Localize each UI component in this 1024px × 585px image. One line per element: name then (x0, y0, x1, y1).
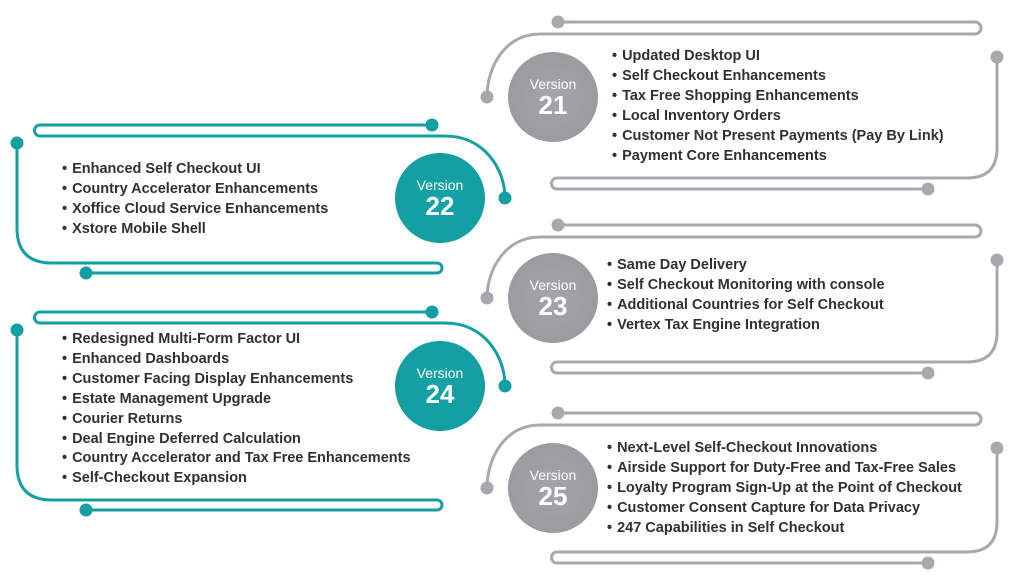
version-label: Version (416, 364, 464, 381)
feature-item: Deal Engine Deferred Calculation (62, 430, 411, 450)
connector-dot (921, 556, 935, 570)
connector-dot (498, 379, 512, 393)
connector-line (15, 330, 444, 512)
connector-line (550, 448, 999, 565)
feature-item: Self-Checkout Expansion (62, 469, 411, 489)
connector-dot (480, 481, 494, 495)
feature-item: Country Accelerator Enhancements (62, 180, 328, 200)
feature-item: Payment Core Enhancements (612, 147, 944, 167)
connector-dot (921, 182, 935, 196)
feature-item: Enhanced Dashboards (62, 350, 411, 370)
feature-item: Country Accelerator and Tax Free Enhance… (62, 449, 410, 469)
connector-dot (480, 90, 494, 104)
feature-item: Estate Management Upgrade (62, 390, 411, 410)
feature-item: Same Day Delivery (607, 256, 885, 276)
connector-line (33, 123, 507, 199)
connector-line (550, 260, 999, 375)
connector-dot (551, 15, 565, 29)
version-label: Version (529, 466, 577, 483)
connector-dot (425, 118, 439, 132)
connector-line (550, 57, 999, 191)
connector-line (33, 310, 507, 387)
feature-item: Loyalty Program Sign-Up at the Point of … (607, 479, 962, 499)
connector-dot (10, 323, 24, 337)
connector-dot (79, 503, 93, 517)
feature-item: Xstore Mobile Shell (62, 220, 328, 240)
connector-dot (425, 305, 439, 319)
feature-item: Customer Not Present Payments (Pay By Li… (612, 127, 944, 147)
connector-dot (990, 253, 1004, 267)
feature-item: Customer Consent Capture for Data Privac… (607, 499, 962, 519)
version-number: 23 (538, 290, 568, 321)
feature-list-v25: Next-Level Self-Checkout InnovationsAirs… (607, 439, 962, 539)
feature-item: Self Checkout Enhancements (612, 67, 944, 87)
feature-item: Updated Desktop UI (612, 47, 944, 67)
connector-dot (990, 441, 1004, 455)
feature-item: Airside Support for Duty-Free and Tax-Fr… (607, 459, 962, 479)
connector-line (485, 411, 983, 489)
connector-dot (551, 218, 565, 232)
connector-dot (990, 50, 1004, 64)
version-number: 24 (425, 378, 455, 409)
feature-item: Tax Free Shopping Enhancements (612, 87, 944, 107)
feature-list-v23: Same Day DeliverySelf Checkout Monitorin… (607, 256, 885, 336)
version-label: Version (529, 276, 577, 293)
connector-dot (498, 191, 512, 205)
version-label: Version (529, 75, 577, 92)
connector-dot (10, 136, 24, 150)
feature-item: Local Inventory Orders (612, 107, 944, 127)
feature-item: Redesigned Multi-Form Factor UI (62, 330, 411, 350)
connector-line (485, 20, 983, 98)
feature-item: Customer Facing Display Enhancements (62, 370, 411, 390)
version-label: Version (416, 176, 464, 193)
connector-dot (921, 366, 935, 380)
feature-item: Self Checkout Monitoring with console (607, 276, 884, 296)
connector-line (485, 223, 983, 299)
connector-dot (79, 266, 93, 280)
version-number: 21 (538, 89, 568, 120)
feature-item: Courier Returns (62, 410, 411, 430)
connector-line (15, 143, 444, 275)
version-number: 25 (538, 480, 568, 511)
feature-item: Enhanced Self Checkout UI (62, 160, 328, 180)
feature-item: Vertex Tax Engine Integration (607, 316, 885, 336)
feature-item: Next-Level Self-Checkout Innovations (607, 439, 962, 459)
connector-dot (480, 291, 494, 305)
feature-item: Xoffice Cloud Service Enhancements (62, 200, 328, 220)
feature-list-v22: Enhanced Self Checkout UICountry Acceler… (62, 160, 328, 240)
feature-list-v21: Updated Desktop UISelf Checkout Enhancem… (612, 47, 944, 166)
feature-item: 247 Capabilities in Self Checkout (607, 519, 962, 539)
connector-dot (551, 406, 565, 420)
feature-item: Additional Countries for Self Checkout (607, 296, 885, 316)
feature-list-v24: Redesigned Multi-Form Factor UIEnhanced … (62, 330, 411, 489)
version-number: 22 (425, 190, 455, 221)
